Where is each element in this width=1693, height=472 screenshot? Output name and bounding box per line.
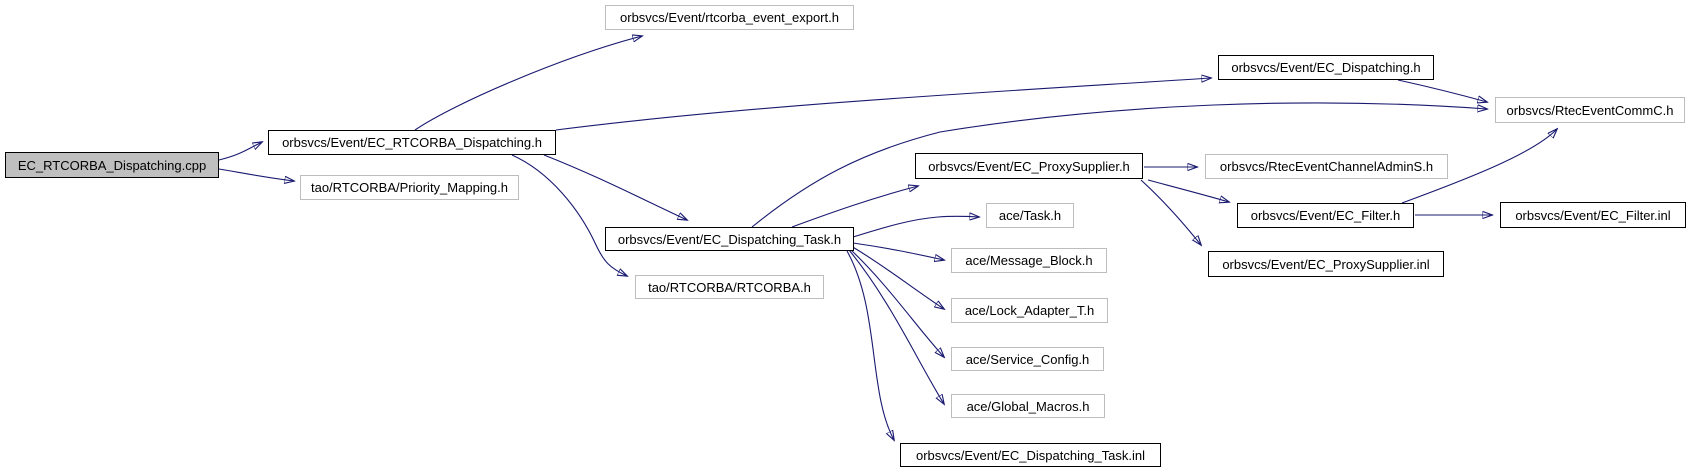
edge-cpp-to-rtcorba-dispatching-h: [218, 142, 262, 161]
node-rtcorba-h: tao/RTCORBA/RTCORBA.h: [635, 275, 824, 299]
edge-ec-dispatching-task-h-to-ec-dispatching-task-inl: [846, 250, 894, 440]
node-ec-proxysupplier-h[interactable]: orbsvcs/Event/EC_ProxySupplier.h: [915, 153, 1143, 179]
edge-cpp-to-priority-mapping-h: [218, 168, 294, 181]
edge-ec-dispatching-task-h-to-ace-message-block-h: [852, 242, 944, 260]
node-ec-rtcorba-dispatching-h[interactable]: orbsvcs/Event/EC_RTCORBA_Dispatching.h: [268, 130, 556, 155]
edge-ec-dispatching-task-h-to-ace-lock-adapter-h: [850, 245, 944, 309]
edge-rtcorba-dispatching-h-to-rtcorba-h: [511, 154, 627, 276]
node-ace-service-config-h: ace/Service_Config.h: [951, 347, 1104, 371]
node-ec-dispatching-task-inl[interactable]: orbsvcs/Event/EC_Dispatching_Task.inl: [900, 443, 1161, 467]
edge-rtcorba-dispatching-h-to-ec-dispatching-task-h: [543, 154, 687, 220]
edge-ec-dispatching-task-h-to-ace-service-config-h: [849, 248, 944, 357]
edge-ec-proxysupplier-h-to-ec-filter-h: [1147, 179, 1229, 202]
edge-rtcorba-dispatching-h-to-ec-dispatching-h: [555, 78, 1211, 131]
edge-ec-dispatching-task-h-to-ace-global-macros-h: [848, 249, 944, 404]
edge-ec-dispatching-task-h-to-ace-task-h: [852, 216, 979, 238]
node-rteceventcommc-h: orbsvcs/RtecEventCommC.h: [1495, 97, 1685, 123]
node-ec-dispatching-task-h[interactable]: orbsvcs/Event/EC_Dispatching_Task.h: [605, 227, 854, 251]
node-priority-mapping-h: tao/RTCORBA/Priority_Mapping.h: [300, 175, 519, 200]
node-ace-message-block-h: ace/Message_Block.h: [951, 248, 1107, 273]
node-rtcorba-event-export-h: orbsvcs/Event/rtcorba_event_export.h: [605, 5, 854, 30]
node-ec-proxysupplier-inl[interactable]: orbsvcs/Event/EC_ProxySupplier.inl: [1208, 251, 1444, 277]
node-ec-filter-inl[interactable]: orbsvcs/Event/EC_Filter.inl: [1500, 202, 1686, 228]
edge-ec-dispatching-h-to-rteceventcommc-h: [1397, 79, 1487, 102]
node-ace-global-macros-h: ace/Global_Macros.h: [951, 394, 1105, 418]
edge-ec-proxysupplier-h-to-ec-proxysupplier-inl: [1140, 179, 1201, 245]
node-ec-rtcorba-dispatching-cpp: EC_RTCORBA_Dispatching.cpp: [5, 152, 219, 178]
node-ace-task-h: ace/Task.h: [986, 203, 1074, 228]
node-ec-filter-h[interactable]: orbsvcs/Event/EC_Filter.h: [1237, 203, 1414, 228]
node-ec-dispatching-h[interactable]: orbsvcs/Event/EC_Dispatching.h: [1218, 55, 1434, 80]
node-rteceventchanneladmins-h: orbsvcs/RtecEventChannelAdminS.h: [1205, 154, 1448, 179]
node-ace-lock-adapter-t-h: ace/Lock_Adapter_T.h: [951, 298, 1108, 323]
edge-ec-dispatching-task-h-to-ec-proxysupplier-h: [791, 186, 918, 228]
edge-rtcorba-dispatching-h-to-event-export-h: [414, 36, 642, 131]
